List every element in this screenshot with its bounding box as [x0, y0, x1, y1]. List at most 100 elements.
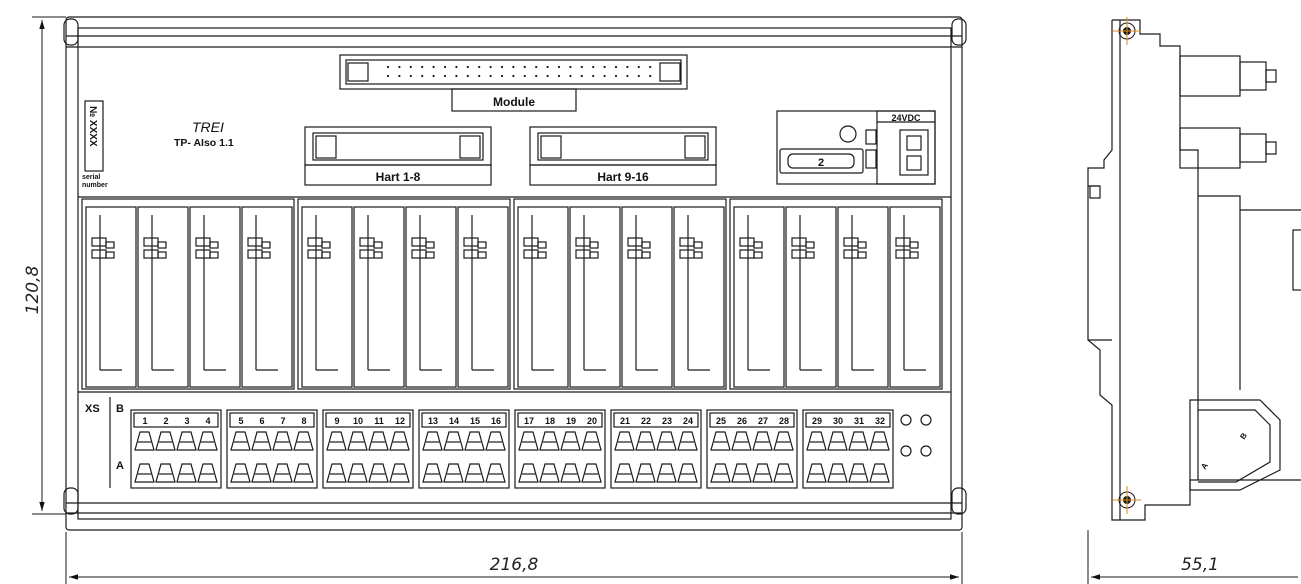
- channel-latch: [627, 237, 643, 247]
- pin: [478, 65, 481, 69]
- terminal-clamp: [389, 463, 410, 483]
- width-value: 216,8: [490, 555, 539, 575]
- channel-group: [729, 198, 943, 390]
- channel-latch: [247, 237, 263, 247]
- pin: [592, 65, 595, 69]
- terminal-clamp: [518, 431, 539, 451]
- pin: [398, 65, 401, 69]
- terminal-clamp: [869, 463, 890, 483]
- terminal-number: 9: [334, 416, 339, 426]
- serial-caption: number: [82, 182, 108, 189]
- terminal-number: 6: [259, 416, 264, 426]
- terminal-number: 3: [184, 416, 189, 426]
- terminal-clamp: [848, 463, 869, 483]
- height-value: 120,8: [23, 265, 43, 314]
- channel-module: [889, 206, 941, 388]
- pin: [569, 65, 572, 69]
- terminal-number: 25: [716, 416, 726, 426]
- terminal-clamp: [773, 463, 794, 483]
- terminal-clamp: [656, 431, 677, 451]
- terminal-clamp: [560, 431, 581, 451]
- terminal-clamp: [134, 463, 155, 483]
- terminal-number: 22: [641, 416, 651, 426]
- channel-module: [457, 206, 509, 388]
- width-dimension: [65, 532, 963, 584]
- channel-module: [733, 206, 785, 388]
- row-b-label: B: [116, 403, 124, 415]
- mount-clip: [951, 18, 967, 46]
- terminal-clamp: [197, 431, 218, 451]
- channel-latch: [843, 237, 859, 247]
- terminal-number: 2: [163, 416, 168, 426]
- terminal-number: 5: [238, 416, 243, 426]
- pin: [489, 74, 492, 78]
- power-label: 24VDC: [891, 113, 921, 123]
- terminal-clamp: [251, 463, 272, 483]
- pin: [500, 74, 504, 78]
- terminal-block: [130, 409, 222, 489]
- pin: [546, 65, 549, 69]
- pin: [512, 74, 515, 78]
- terminal-clamp: [293, 431, 314, 451]
- pin: [409, 74, 412, 78]
- terminal-number: 31: [854, 416, 864, 426]
- housing-outline: [65, 16, 963, 531]
- channel-module: [837, 206, 889, 388]
- terminal-blocks: [130, 409, 894, 489]
- channel-latch: [575, 237, 591, 247]
- terminal-clamp: [272, 431, 293, 451]
- pin: [580, 65, 583, 69]
- channel-latch: [195, 237, 211, 247]
- terminal-clamp: [272, 463, 293, 483]
- pin: [512, 65, 515, 69]
- terminal-clamp: [326, 463, 347, 483]
- channel-latch: [791, 237, 807, 247]
- terminal-clamp: [827, 431, 848, 451]
- terminal-block: [322, 409, 414, 489]
- terminal-block: [226, 409, 318, 489]
- terminal-clamp: [869, 431, 890, 451]
- pin: [489, 65, 492, 69]
- terminal-end-buttons: [900, 414, 932, 457]
- terminal-clamp: [677, 463, 698, 483]
- pin: [614, 65, 618, 69]
- brand-label: TREI: [192, 119, 224, 135]
- pin: [546, 74, 549, 78]
- channel-module: [673, 206, 725, 388]
- terminal-clamp: [230, 463, 251, 483]
- pin: [535, 65, 538, 69]
- terminal-number: 30: [833, 416, 843, 426]
- channel-modules: [81, 198, 943, 390]
- pin: [580, 74, 583, 78]
- terminal-number: 27: [758, 416, 768, 426]
- terminal-clamp: [230, 431, 251, 451]
- pin: [455, 65, 458, 69]
- channel-group: [81, 198, 295, 390]
- terminal-clamp: [710, 431, 731, 451]
- module-pins: [386, 65, 652, 78]
- terminal-number: 7: [280, 416, 285, 426]
- terminal-block: [514, 409, 606, 489]
- pin: [637, 65, 640, 69]
- channel-latch: [359, 237, 375, 247]
- channel-module: [241, 206, 293, 388]
- terminal-clamp: [539, 463, 560, 483]
- hart-right-connector: [529, 126, 717, 186]
- channel-module: [621, 206, 673, 388]
- terminal-clamp: [485, 431, 506, 451]
- pin: [398, 74, 401, 78]
- side-housing-outline: [1087, 19, 1301, 521]
- pin: [592, 74, 595, 78]
- terminal-block: [610, 409, 702, 489]
- terminal-number: 21: [620, 416, 630, 426]
- terminal-clamp: [293, 463, 314, 483]
- pin: [478, 74, 481, 78]
- terminal-clamp: [134, 431, 155, 451]
- mount-clip: [63, 487, 79, 515]
- hart-right-label: Hart 9-16: [597, 170, 649, 184]
- terminal-clamp: [752, 431, 773, 451]
- terminal-number: 12: [395, 416, 405, 426]
- terminal-clamp: [731, 431, 752, 451]
